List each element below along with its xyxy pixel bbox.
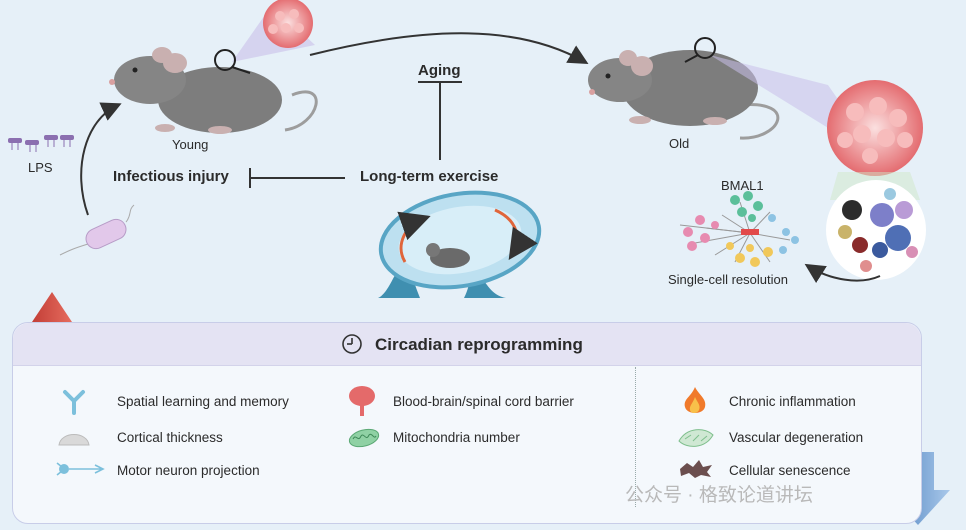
left-item-2: Cortical thickness [117,430,223,445]
circadian-panel: Circadian reprogramming Spatial learning… [12,322,922,524]
running-wheel-icon [378,190,542,298]
aging-label: Aging [418,62,461,79]
clock-icon [342,334,362,354]
infection-arrow [80,102,122,216]
right-item-1: Chronic inflammation [729,394,856,409]
right-item-2: Vascular degeneration [729,430,864,445]
panel-header: Circadian reprogramming [13,323,921,366]
right-item-3: Cellular senescence [729,463,851,478]
senescent-cell-icon [680,460,712,478]
single-cell-cluster-icon [826,180,926,280]
infection-inhibition-line [249,168,345,188]
fire-icon [684,387,706,413]
aging-inhibition-line [418,81,462,160]
bacterium-icon [59,204,135,256]
single-cell-label: Single-cell resolution [668,272,788,287]
neuron-y-icon [63,390,85,415]
long-term-exercise-label: Long-term exercise [360,168,499,185]
left-item-3: Motor neuron projection [117,463,260,478]
middle-item-1: Blood-brain/spinal cord barrier [393,394,574,409]
single-cell-arrow [804,263,881,284]
lps-molecule-icon [8,135,74,152]
aging-arrow [309,32,589,64]
bmal1-network-icon [679,191,799,267]
panel-divider [635,367,636,507]
motor-neuron-icon [56,462,105,476]
young-tissue-magnifier-icon [214,0,315,74]
old-mouse-icon [588,50,780,140]
brain-spine-icon [349,386,375,416]
brain-slice-icon [58,434,90,446]
lps-label: LPS [28,160,53,175]
young-mouse-icon [109,47,318,134]
left-item-1: Spatial learning and memory [117,394,289,409]
panel-title: Circadian reprogramming [375,335,583,354]
vessel-icon [678,429,714,447]
middle-item-2: Mitochondria number [393,430,520,445]
infectious-injury-label: Infectious injury [113,168,229,185]
bmal1-label: BMAL1 [721,178,764,193]
mitochondria-icon [348,428,380,448]
old-label: Old [669,136,690,151]
young-label: Young [172,137,209,152]
old-tissue-magnifier-icon [684,37,923,200]
watermark: 公众号 · 格致论道讲坛 [625,485,813,506]
